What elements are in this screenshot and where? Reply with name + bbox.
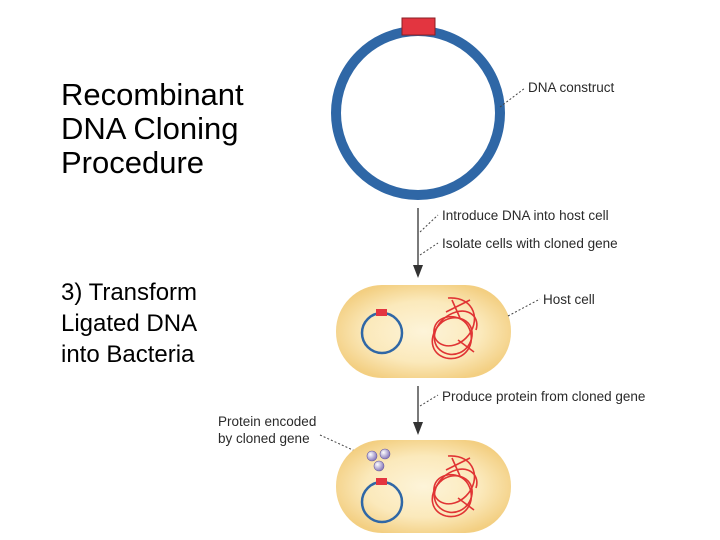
isolate-leader <box>419 242 439 256</box>
bacterial-chromosome-2 <box>431 455 478 518</box>
label-introduce-dna: Introduce DNA into host cell <box>442 208 609 223</box>
host-cell-2 <box>336 440 511 533</box>
arrow-2-head <box>413 422 423 435</box>
host-cell-leader <box>507 298 541 317</box>
arrow-1-head <box>413 265 423 278</box>
plasmid-ring-large <box>331 26 505 200</box>
title-line-1: Recombinant <box>61 77 244 112</box>
host-cell-1 <box>336 285 511 378</box>
protein-leader <box>319 434 367 457</box>
label-protein-line-2: by cloned gene <box>218 431 310 446</box>
step-line-1: 3) Transform <box>61 279 198 306</box>
plasmid-insert-cell-1 <box>376 309 387 316</box>
step-line-3: into Bacteria <box>61 341 195 368</box>
label-produce-protein: Produce protein from cloned gene <box>442 389 645 404</box>
plasmid-insert-large <box>401 17 436 36</box>
step-line-2: Ligated DNA <box>61 310 198 337</box>
title-line-3: Procedure <box>61 145 205 180</box>
dna-construct-leader <box>499 87 526 108</box>
bacterial-chromosome-1 <box>431 297 478 360</box>
label-dna-construct: DNA construct <box>528 80 615 95</box>
introduce-leader <box>419 214 439 233</box>
label-host-cell: Host cell <box>543 292 595 307</box>
title-line-2: DNA Cloning <box>61 111 239 146</box>
slide-title: Recombinant DNA Cloning Procedure <box>61 78 321 180</box>
label-protein-line-1: Protein encoded <box>218 414 316 429</box>
produce-leader <box>419 394 439 407</box>
label-isolate-cells: Isolate cells with cloned gene <box>442 236 618 251</box>
plasmid-insert-cell-2 <box>376 478 387 485</box>
protein-molecules <box>366 448 391 472</box>
step-description: 3) Transform Ligated DNA into Bacteria <box>61 277 301 370</box>
